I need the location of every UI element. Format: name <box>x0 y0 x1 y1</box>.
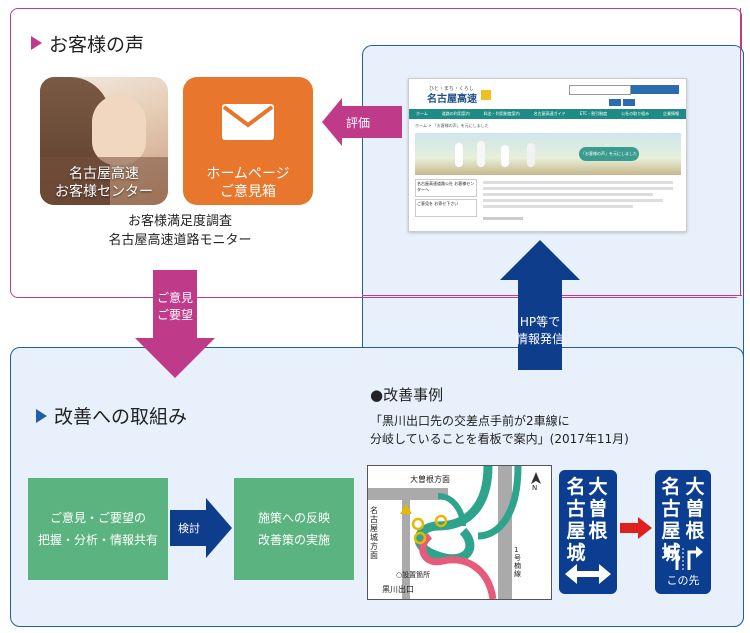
improve-title: 改善への取組み <box>54 406 188 428</box>
review-label: 検討 <box>178 522 200 535</box>
map-label-top: 大曽根方面 <box>410 475 450 484</box>
site-nav-item[interactable]: 道路の利用案内 <box>441 111 470 116</box>
voice-panel-right-line <box>740 8 741 296</box>
opinions-label-2: ご要望 <box>156 308 193 322</box>
site-size-button[interactable] <box>623 99 635 106</box>
example-title: ●改善事例 <box>370 386 444 404</box>
site-hero-image: 「お客様の声」を元にしました <box>415 133 681 175</box>
sign-after-line-1: 大曽根 <box>685 476 705 542</box>
publish-arrow-icon <box>500 240 580 370</box>
survey-label-1: お客様満足度調査 <box>127 214 232 229</box>
site-logo: 名古屋高速 <box>427 94 477 105</box>
site-search-button[interactable] <box>631 85 679 94</box>
sign-before-line-1: 大曽根 <box>588 476 608 542</box>
customer-center-card: 名古屋高速 お客様センター <box>40 77 168 205</box>
site-banner: 「お客様の声」を元にしました <box>579 147 639 161</box>
map-legend: ○設置箇所 <box>396 571 431 579</box>
evaluate-label: 評価 <box>346 116 371 130</box>
action-box: 施策への反映 改善策の実施 <box>234 478 354 580</box>
map-north-label: N <box>532 484 538 492</box>
site-side-link-1[interactable]: 名古屋高速道路公社 お客様センターへ <box>415 179 477 197</box>
site-text-line <box>483 205 633 208</box>
opinions-arrow-icon <box>135 270 215 378</box>
site-nav-item[interactable]: 名古屋高速ガイド <box>533 111 566 116</box>
voice-title: お客様の声 <box>49 34 145 56</box>
site-nav-item[interactable]: ホーム <box>415 111 428 116</box>
change-arrow-icon <box>620 517 652 539</box>
left-right-arrow-icon <box>565 564 611 584</box>
homepage-opinion-box-card: ホームページ ご意見箱 <box>183 77 313 205</box>
site-text-line <box>483 187 673 190</box>
homepage-label-2: ご意見箱 <box>220 184 276 200</box>
publish-label-1: HP等で <box>519 315 561 329</box>
homepage-label-1: ホームページ <box>206 166 290 182</box>
center-label-2: お客様センター <box>55 184 153 200</box>
split-lane-arrows-icon <box>663 546 703 570</box>
analysis-box: ご意見・ご要望の 把握・分析・情報共有 <box>28 478 168 580</box>
runner-figure <box>477 141 485 167</box>
site-logo-top: ひと・まち・くらし <box>429 86 474 92</box>
example-desc-1: 「黒川出口先の交差点手前が2車線に <box>370 414 570 428</box>
publish-label-2: 情報発信 <box>515 332 564 346</box>
center-label-1: 名古屋高速 <box>69 166 139 182</box>
website-screenshot: ひと・まち・くらし 名古屋高速 ホーム 道路の利用案内 料金・利用制度案内 名古… <box>408 78 687 232</box>
site-text-line <box>483 193 653 196</box>
site-text-line <box>483 217 523 220</box>
route-map: 大曽根方面 名古屋城方面 黒川出口 ○設置箇所 1号楠線 N <box>367 465 552 600</box>
runner-figure <box>527 143 535 167</box>
action-line-1: 施策への反映 <box>257 511 330 525</box>
action-line-2: 改善策の実施 <box>257 533 330 547</box>
sign-before-line-2: 名古屋城 <box>566 476 586 564</box>
site-nav: ホーム 道路の利用案内 料金・利用制度案内 名古屋高速ガイド ETC・割引制度 … <box>409 109 686 119</box>
route-map-drawing <box>368 466 541 599</box>
survey-label-2: 名古屋高速道路モニター <box>108 233 252 248</box>
site-text-line <box>483 181 673 184</box>
site-text-line <box>483 199 663 202</box>
site-search-input[interactable] <box>569 85 631 95</box>
opinions-label-1: ご意見 <box>156 291 193 305</box>
runner-figure <box>501 145 509 167</box>
analysis-line-2: 把握・分析・情報共有 <box>37 533 158 547</box>
section-marker-icon <box>36 409 47 423</box>
card-shade <box>40 157 168 205</box>
site-nav-item[interactable]: 企業情報 <box>663 111 680 116</box>
map-label-exit: 黒川出口 <box>382 585 414 594</box>
site-logo-mark-icon <box>481 90 491 100</box>
analysis-line-1: ご意見・ご要望の <box>49 511 146 525</box>
envelope-icon <box>222 104 274 140</box>
site-nav-item[interactable]: 料金・利用制度案内 <box>483 111 520 116</box>
review-arrow-icon <box>170 498 232 558</box>
site-nav-item[interactable]: 公社の取り組み <box>621 111 650 116</box>
map-label-route: 1号楠線 <box>514 546 521 578</box>
sign-after-line-3: この先 <box>666 574 700 587</box>
site-breadcrumb: ホーム > 「お客様の声」を元にしました <box>415 123 489 128</box>
operator-face <box>92 95 146 165</box>
site-side-link-2[interactable]: ご意見を お寄せ下さい <box>415 199 477 217</box>
example-desc-2: 分岐していることを看板で案内」(2017年11月) <box>370 432 629 446</box>
evaluate-arrow-icon <box>322 98 402 146</box>
site-lang-button[interactable] <box>609 99 621 106</box>
sign-after: 大曽根 名古屋城 この先 <box>655 470 711 594</box>
map-label-left: 名古屋城方面 <box>370 506 378 560</box>
runner-figure <box>455 143 463 167</box>
sign-before: 大曽根 名古屋城 <box>559 470 617 594</box>
site-nav-item[interactable]: ETC・割引制度 <box>579 111 608 116</box>
section-marker-icon <box>31 36 42 50</box>
